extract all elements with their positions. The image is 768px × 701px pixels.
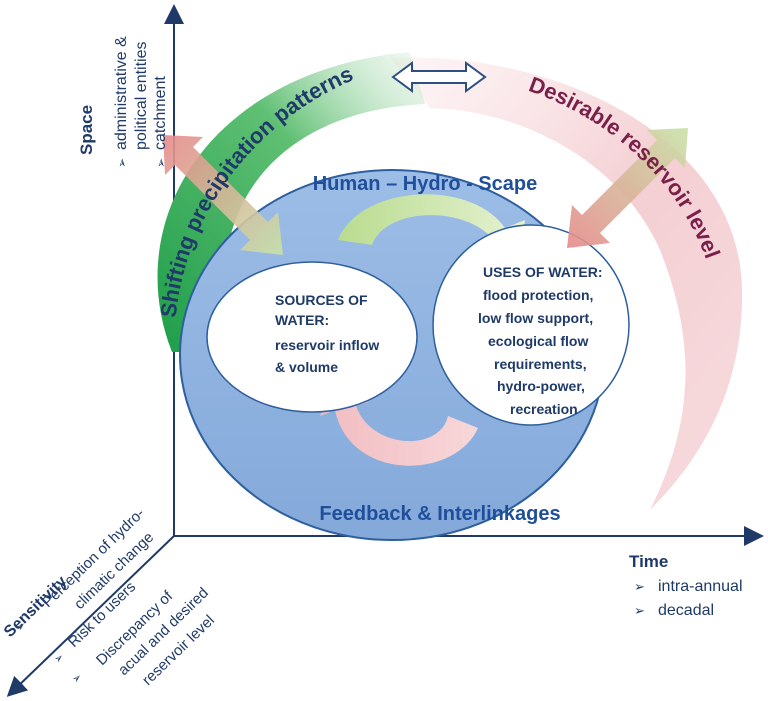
uses-line-7: recreation (510, 401, 578, 417)
time-item-2: decadal (658, 602, 714, 619)
sensitivity-bullet-3: ➢ (69, 670, 85, 686)
sources-of-water-oval (206, 261, 418, 413)
time-axis-labels: Time ➢ intra-annual ➢ decadal (629, 552, 743, 619)
oval-bottom-label: Feedback & Interlinkages (319, 503, 560, 525)
green-curved-arrow (338, 194, 525, 265)
uses-line-4: ecological flow (488, 333, 588, 349)
uses-line-2: flood protection, (483, 287, 593, 303)
time-item-1: intra-annual (658, 578, 743, 595)
space-item-3: catchment (152, 76, 169, 150)
sources-line-1: SOURCES OF (275, 292, 368, 308)
time-bullet-1: ➢ (634, 580, 645, 595)
time-bullet-2: ➢ (634, 604, 645, 619)
uses-line-3: low flow support, (478, 310, 593, 326)
uses-line-1: USES OF WATER: (483, 264, 603, 280)
oval-top-label: Human – Hydro - Scape (313, 173, 538, 195)
sources-line-3: reservoir inflow (275, 337, 379, 353)
double-arrow-top (391, 61, 487, 93)
space-item-2: political entities (133, 42, 150, 151)
time-axis-title: Time (629, 552, 668, 571)
right-diagonal-arrow (567, 128, 688, 248)
uses-line-6: hydro-power, (497, 378, 585, 394)
sources-line-4: & volume (275, 359, 338, 375)
uses-of-water-oval (432, 224, 630, 426)
space-item-1: administrative & (113, 36, 130, 150)
sensitivity-axis-labels: Sensitivity ➢ Perception of hydro- clima… (1, 505, 218, 689)
uses-line-5: requirements, (494, 356, 587, 372)
sensitivity-axis-line (6, 535, 175, 697)
sources-text: SOURCES OF WATER: reservoir inflow & vol… (275, 292, 379, 375)
space-axis-title: Space (77, 105, 96, 155)
space-bullet-1: ➢ (115, 158, 129, 168)
left-diagonal-arrow (163, 135, 283, 255)
sources-line-2: WATER: (275, 312, 329, 328)
space-axis-labels: Space ➢ administrative & political entit… (77, 36, 169, 168)
uses-text: USES OF WATER: flood protection, low flo… (478, 264, 603, 417)
space-bullet-2: ➢ (154, 158, 168, 168)
